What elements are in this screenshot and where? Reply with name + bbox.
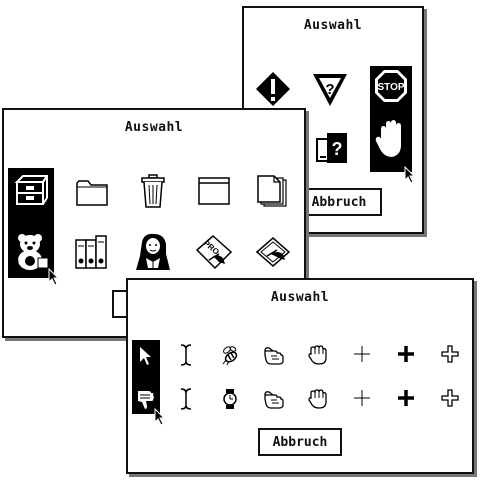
svg-text:STOP: STOP	[377, 82, 404, 93]
file-cabinet-icon[interactable]	[12, 172, 50, 210]
dialog-title: Auswahl	[270, 290, 330, 305]
signature-card-icon[interactable]	[254, 232, 292, 270]
document-stack-icon[interactable]	[254, 172, 290, 210]
binders-icon[interactable]	[72, 232, 112, 272]
watch-icon[interactable]	[218, 386, 242, 412]
dialog-title: Auswahl	[303, 18, 363, 33]
stop-sign-icon[interactable]: STOP	[370, 66, 412, 106]
busy-bee-icon[interactable]	[218, 342, 242, 368]
crosshair-thin-icon[interactable]	[350, 342, 374, 366]
crosshair-outline-icon[interactable]	[438, 386, 462, 410]
warning-diamond-icon[interactable]	[254, 70, 292, 108]
dialog-title: Auswahl	[124, 120, 184, 135]
grab-hand-icon[interactable]	[306, 386, 330, 412]
help-book-icon[interactable]: ?	[314, 130, 350, 166]
crosshair-outline-icon[interactable]	[438, 342, 462, 366]
pointing-hand-icon[interactable]	[262, 342, 286, 368]
teddy-bear-icon[interactable]	[10, 228, 52, 276]
crosshair-bold-icon[interactable]	[394, 342, 418, 366]
grab-hand-icon[interactable]	[306, 342, 330, 368]
svg-text:?: ?	[332, 139, 343, 159]
trash-can-icon[interactable]	[136, 172, 170, 210]
stop-hand-icon[interactable]	[370, 106, 412, 172]
mouse-pointer-icon	[404, 166, 416, 184]
crosshair-bold-icon[interactable]	[394, 386, 418, 410]
mouse-pointer-icon	[48, 268, 60, 286]
cancel-button[interactable]: Abbruch	[296, 188, 382, 216]
svg-text:?: ?	[325, 81, 334, 98]
arrow-pointer-icon[interactable]	[134, 344, 158, 368]
crosshair-thin-icon[interactable]	[350, 386, 374, 410]
mouse-pointer-icon	[154, 408, 166, 426]
ibeam-icon[interactable]	[176, 342, 196, 368]
pointing-hand-icon[interactable]	[262, 386, 286, 412]
portrait-icon[interactable]	[132, 230, 174, 274]
folder-icon[interactable]	[74, 174, 110, 210]
dialog-auswahl-front: Auswahl	[126, 278, 474, 474]
ibeam-icon[interactable]	[176, 386, 196, 412]
question-triangle-icon[interactable]: ?	[310, 70, 350, 110]
pro-card-icon[interactable]: PRO	[194, 232, 234, 272]
window-icon[interactable]	[194, 174, 234, 208]
thumbs-down-icon[interactable]	[134, 386, 158, 412]
cancel-button[interactable]: Abbruch	[258, 428, 342, 456]
